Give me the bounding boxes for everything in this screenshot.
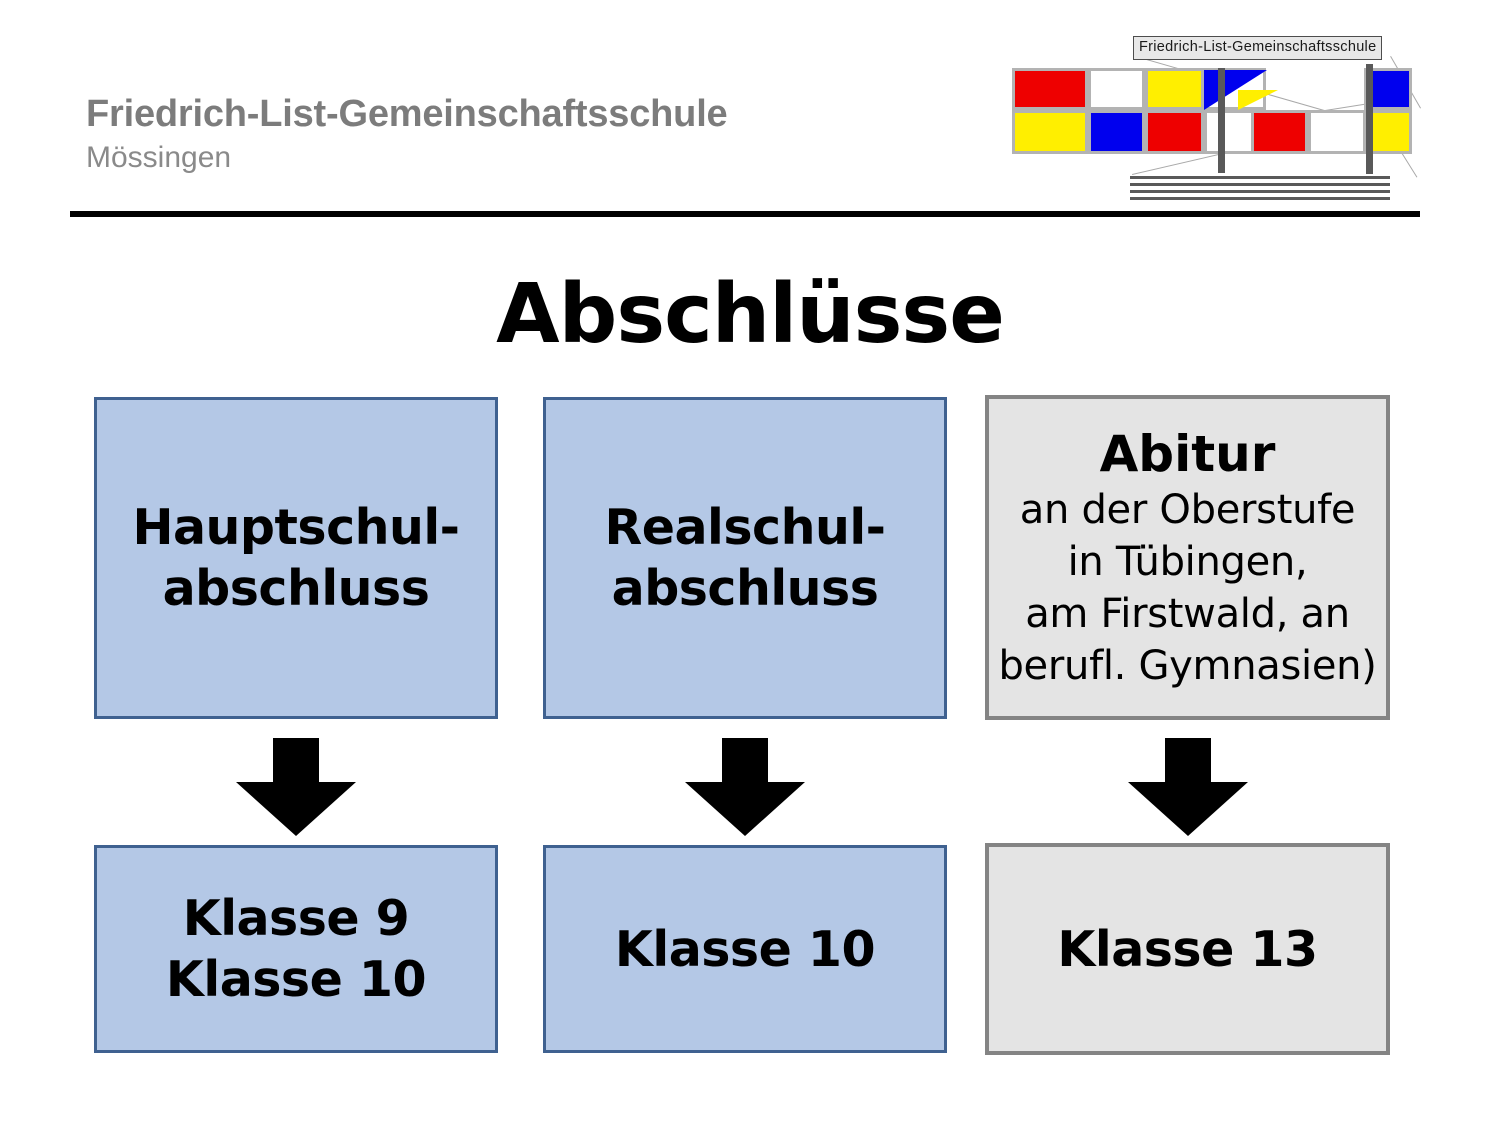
grade-box-klasse-9-10: Klasse 9 Klasse 10 bbox=[94, 845, 498, 1053]
qualification-box-realschulabschluss: Realschul- abschluss bbox=[543, 397, 947, 719]
logo-cell-top-1 bbox=[1012, 68, 1088, 110]
grade-label-3: Klasse 13 bbox=[1057, 920, 1318, 978]
logo-vertical-bar-left bbox=[1218, 68, 1225, 173]
logo-cell-bot-1 bbox=[1012, 110, 1088, 154]
qualification-box-hauptschulabschluss: Hauptschul- abschluss bbox=[94, 397, 498, 719]
grade-box-klasse-13: Klasse 13 bbox=[985, 843, 1390, 1055]
logo-label-text: Friedrich-List-Gemeinschaftsschule bbox=[1133, 36, 1383, 60]
logo-baseline-1 bbox=[1130, 176, 1390, 179]
arrow-down-icon bbox=[685, 738, 805, 836]
abitur-body: an der Oberstufe in Tübingen, am Firstwa… bbox=[998, 486, 1377, 689]
logo-baseline-2 bbox=[1130, 183, 1390, 186]
logo-vertical-bar-right bbox=[1366, 64, 1373, 174]
header-divider-rule bbox=[70, 211, 1420, 217]
logo-cell-bot-2 bbox=[1088, 110, 1145, 154]
grade-box-klasse-10: Klasse 10 bbox=[543, 845, 947, 1053]
logo-cell-bot-5 bbox=[1251, 110, 1308, 154]
logo-cell-bot-6 bbox=[1308, 110, 1366, 154]
grade-label-2: Klasse 10 bbox=[614, 920, 876, 978]
logo-baseline-3 bbox=[1130, 190, 1390, 193]
logo-cell-top-3 bbox=[1145, 68, 1204, 110]
page-title: Abschlüsse bbox=[496, 267, 1005, 362]
arrow-down-icon bbox=[236, 738, 356, 836]
arrow-down-icon bbox=[1128, 738, 1248, 836]
grade-label-1: Klasse 9 Klasse 10 bbox=[165, 890, 427, 1008]
logo-baseline-4 bbox=[1130, 197, 1390, 200]
qualification-label-2: Realschul- abschluss bbox=[604, 499, 886, 617]
abitur-content: Abitur an der Oberstufe in Tübingen, am … bbox=[989, 424, 1386, 692]
logo-cell-top-2 bbox=[1088, 68, 1145, 110]
qualification-label-1: Hauptschul- abschluss bbox=[132, 499, 460, 617]
school-town: Mössingen bbox=[86, 141, 232, 174]
abitur-heading: Abitur bbox=[1099, 424, 1276, 483]
school-logo: Friedrich-List-Gemeinschaftsschule bbox=[1008, 28, 1421, 200]
qualification-box-abitur: Abitur an der Oberstufe in Tübingen, am … bbox=[985, 395, 1390, 720]
logo-wedge-blue bbox=[1204, 70, 1267, 110]
school-name: Friedrich-List-Gemeinschaftsschule bbox=[86, 93, 728, 135]
logo-cell-bot-4 bbox=[1204, 110, 1255, 154]
logo-cell-bot-3 bbox=[1145, 110, 1204, 154]
header-title-block: Friedrich-List-Gemeinschaftsschule Mössi… bbox=[86, 92, 946, 176]
